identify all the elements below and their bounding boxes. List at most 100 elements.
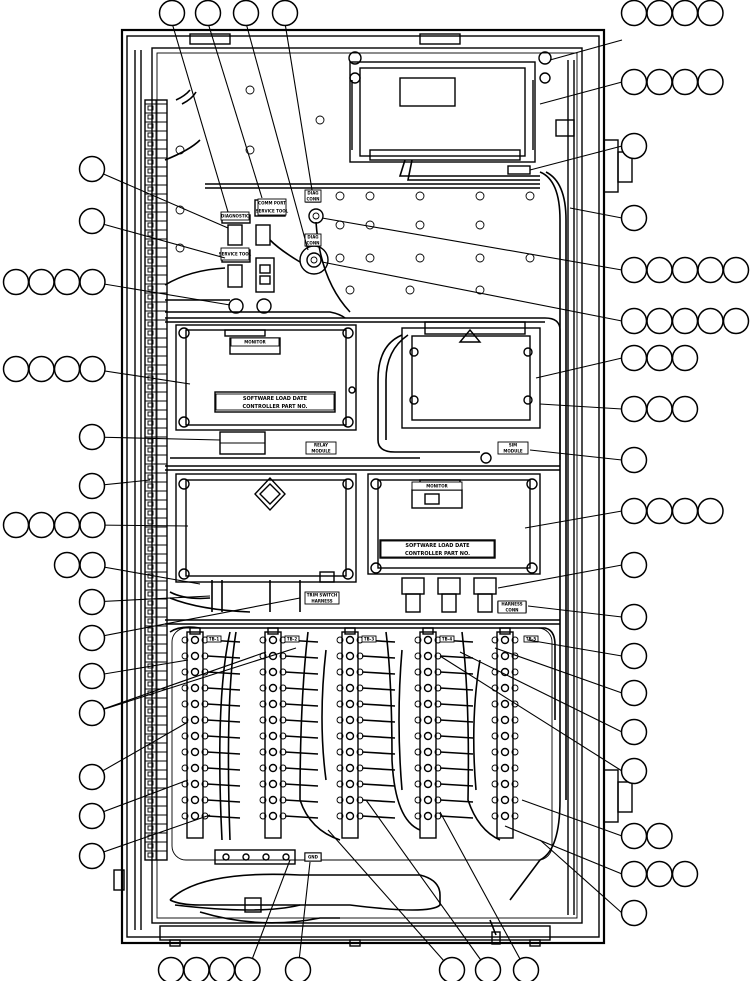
strip-screw — [147, 519, 154, 525]
strip-screw — [147, 330, 154, 336]
callout-balloon — [194, 0, 222, 27]
terminal-screw — [500, 651, 510, 661]
leader-line — [439, 655, 623, 772]
terminal-screw — [268, 667, 278, 677]
terminal-screw — [345, 667, 355, 677]
callout-balloon — [271, 0, 299, 27]
terminal-block — [491, 627, 519, 839]
leader-line — [91, 721, 189, 778]
diag-port-label: DIAGNOSTIC — [220, 211, 250, 221]
strip-screw — [147, 483, 154, 489]
callout-balloon — [671, 256, 699, 284]
callout-balloon — [620, 642, 648, 670]
leader-line — [497, 564, 623, 589]
strip-screw — [147, 204, 154, 210]
terminal-screw — [500, 635, 510, 645]
harness-wire — [321, 649, 327, 781]
leader-line — [297, 861, 311, 971]
harness-wire — [218, 631, 231, 841]
callout-balloon — [78, 662, 106, 690]
callout-balloon — [620, 204, 648, 232]
upper-left-module-plate-text: CONTROLLER PART NO. — [242, 404, 307, 410]
leader-line — [284, 22, 313, 191]
terminal-screw — [190, 683, 200, 693]
terminal-screw — [423, 731, 433, 741]
strip-screw — [147, 231, 154, 237]
tb1-tag-text: TB-1 — [209, 637, 219, 642]
callout-balloon — [28, 511, 55, 539]
terminal-screw — [345, 731, 355, 741]
leader-line — [321, 261, 623, 322]
strip-screw — [147, 141, 154, 147]
strip-screw — [147, 816, 154, 822]
top-left-label-text: SERVICE TOOL — [219, 252, 252, 257]
callout-balloon — [474, 956, 502, 981]
strip-screw — [147, 438, 154, 444]
strip-screw — [147, 213, 154, 219]
strip-screw — [147, 285, 154, 291]
strip-screw — [147, 465, 154, 471]
upper-left-relay-tag-text: RELAY — [314, 443, 328, 448]
terminal-screw — [268, 683, 278, 693]
strip-screw — [147, 798, 154, 804]
lower-right-module-name-text: MONITOR — [426, 484, 447, 489]
terminal-screw — [268, 635, 278, 645]
terminal-screw — [345, 747, 355, 757]
terminal-blocks — [169, 626, 556, 861]
leader-line — [91, 281, 231, 306]
tb5-tag-text: TB-5 — [526, 637, 536, 642]
strip-screw — [147, 609, 154, 615]
strip-screw — [147, 303, 154, 309]
terminal-screw — [500, 683, 510, 693]
leader-line — [524, 510, 623, 529]
tb2-tag-text: TB-2 — [287, 637, 297, 642]
strip-screw — [147, 123, 154, 129]
strip-screw — [147, 510, 154, 516]
callout-balloon — [646, 256, 673, 284]
lower-left-relay-tag-text: TRIM SWITCH — [307, 593, 337, 598]
callout-balloon — [78, 207, 106, 235]
strip-screw — [147, 780, 154, 786]
leader-line — [91, 436, 221, 441]
callout-balloon — [78, 842, 106, 870]
strip-screw — [147, 681, 154, 687]
harness-wire — [472, 659, 481, 791]
callout-balloon — [78, 699, 106, 727]
strip-screw — [147, 699, 154, 705]
callout-balloon — [646, 68, 673, 96]
callout-balloon — [646, 860, 673, 888]
terminal-screw — [500, 795, 510, 805]
strip-screw — [147, 258, 154, 264]
callout-balloon — [671, 0, 699, 27]
leader-line — [365, 799, 489, 971]
strip-screw — [147, 240, 154, 246]
terminal-screw — [423, 795, 433, 805]
leader-line — [91, 814, 211, 857]
terminal-screw — [345, 651, 355, 661]
terminal-screw — [345, 779, 355, 789]
ground-bar — [169, 849, 501, 945]
callout-balloon — [53, 355, 81, 383]
terminal-screw — [190, 779, 200, 789]
leader-line — [207, 22, 263, 199]
callout-balloon — [79, 355, 106, 383]
callout-balloon — [620, 757, 648, 785]
strip-screw — [147, 186, 154, 192]
terminal-screw — [500, 731, 510, 741]
lower-right-module-name: MONITOR — [411, 481, 463, 491]
terminal-screw — [500, 811, 510, 821]
leader-line — [529, 449, 623, 461]
terminal-screw — [190, 699, 200, 709]
tb4-tag-text: TB-4 — [442, 637, 452, 642]
right-conn-tag-text: CONN — [505, 608, 518, 613]
callout-balloon — [620, 132, 648, 160]
right-conn-tag-text: HARNESS — [501, 602, 522, 607]
callout-balloon — [2, 511, 30, 539]
terminal-screw — [268, 779, 278, 789]
terminal-screw — [345, 635, 355, 645]
